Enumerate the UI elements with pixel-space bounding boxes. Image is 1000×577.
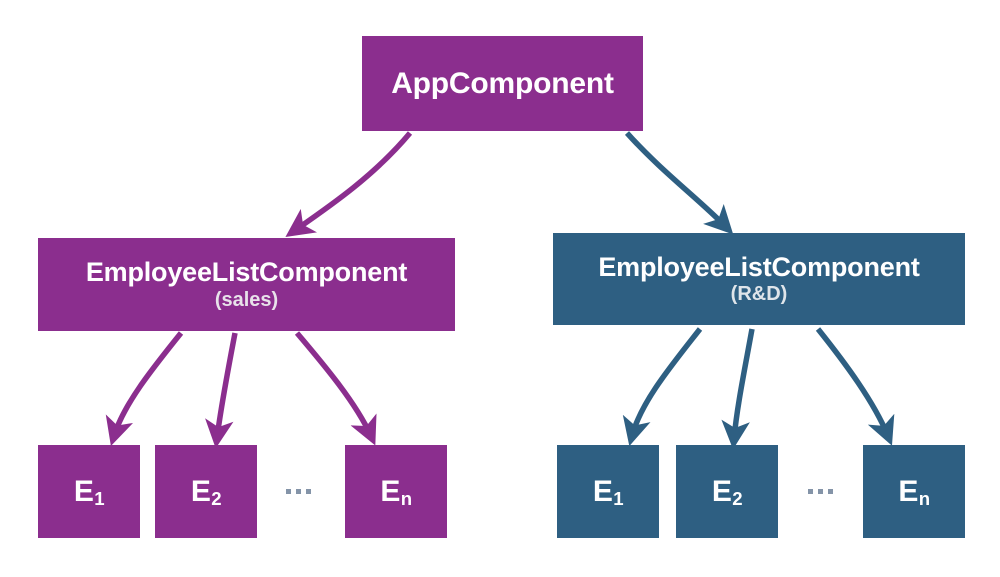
node-employee-list-rnd[interactable]: EmployeeListComponent (R&D) — [553, 233, 965, 325]
leaf-label: E1 — [592, 474, 624, 510]
leaf-label: En — [380, 474, 413, 510]
leaf-label: E2 — [711, 474, 743, 510]
edge-rnd-to-e2 — [721, 328, 755, 450]
leaf-employee-rnd-n[interactable]: En — [863, 445, 965, 538]
leaf-employee-sales-n[interactable]: En — [345, 445, 447, 538]
node-employee-list-sales-sublabel: (sales) — [214, 288, 279, 311]
edge-sales-to-e2 — [205, 332, 238, 449]
leaf-employee-sales-2[interactable]: E2 — [155, 445, 257, 538]
edge-rnd-to-e1 — [622, 327, 703, 447]
ellipsis-dot — [305, 488, 311, 494]
node-employee-list-rnd-label: EmployeeListComponent — [598, 251, 920, 282]
leaf-employee-sales-1[interactable]: E1 — [38, 445, 140, 538]
edge-rnd-to-en — [815, 327, 895, 446]
edge-sales-to-e1 — [105, 331, 184, 446]
node-employee-list-rnd-sublabel: (R&D) — [730, 283, 788, 306]
ellipsis-rnd — [800, 478, 840, 504]
leaf-label: En — [898, 474, 931, 510]
node-employee-list-sales[interactable]: EmployeeListComponent (sales) — [38, 238, 455, 331]
node-employee-list-sales-label: EmployeeListComponent — [85, 257, 408, 288]
leaf-employee-rnd-1[interactable]: E1 — [557, 445, 659, 538]
edge-root-to-sales — [285, 131, 413, 237]
ellipsis-dot — [817, 488, 823, 494]
node-app-component-label: AppComponent — [391, 66, 614, 100]
leaf-label: E2 — [190, 474, 222, 510]
ellipsis-dot — [827, 488, 833, 494]
ellipsis-dot — [807, 488, 813, 494]
edge-root-to-rnd — [624, 131, 734, 235]
ellipsis-dot — [295, 488, 301, 494]
ellipsis-sales — [278, 478, 318, 504]
leaf-employee-rnd-2[interactable]: E2 — [676, 445, 778, 538]
node-app-component[interactable]: AppComponent — [362, 36, 643, 131]
ellipsis-dot — [285, 488, 291, 494]
edge-sales-to-en — [294, 331, 377, 446]
leaf-label: E1 — [73, 474, 105, 510]
